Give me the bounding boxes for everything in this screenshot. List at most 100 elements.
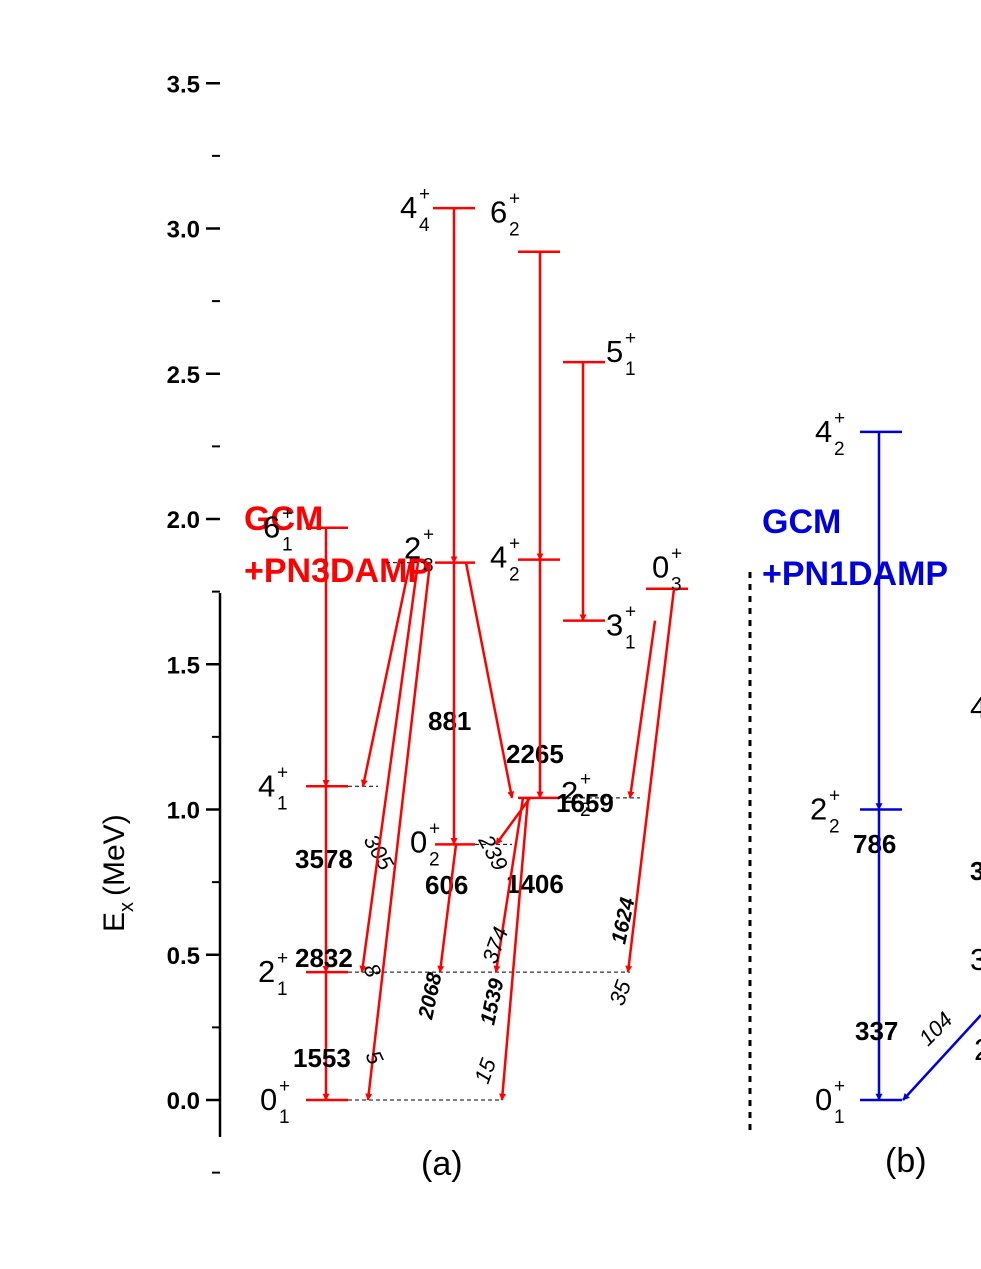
level-parity-2_2: + [580,769,591,790]
level-index-2_2: 2 [580,800,591,821]
transition-arrow-2_2-to-0_2 [494,797,532,846]
y-axis: 0.0 0.5 1.0 1.5 2.0 2.5 3.0 3.5 Ex(MeV) [98,71,222,1174]
level-parity-0_1: + [279,1076,290,1097]
transition-value-2_3-to-0_1: 5 [360,1047,388,1069]
b-level-parity-2_2: + [829,786,840,807]
level-label-4_4: 4 [400,190,417,225]
level-label-0_2: 0 [410,824,427,859]
y-tick-label: 0.5 [167,943,200,970]
y-tick-label: 1.5 [167,652,200,679]
transition-value-2_2-to-0_2: 374 [477,924,513,967]
panel-a-title-line1: GCM [244,500,323,538]
transition-value-5_1-to-3_1: 1659 [556,788,614,818]
transition-arrow-3_1-to-2_2 [627,620,657,799]
b-cut-label-0: 4 [970,690,981,725]
panel-b-label: (b) [885,1142,927,1180]
level-index-6_2: 2 [509,220,520,241]
level-parity-4_2: + [509,534,520,555]
level-parity-6_1: + [282,504,293,525]
level-label-0_3: 0 [652,550,669,585]
level-parity-3_1: + [625,602,636,623]
level-label-4_1: 4 [258,768,275,803]
level-parity-5_1: + [625,328,636,349]
transition-value-2_2-to-0_1: 15 [469,1054,501,1086]
level-index-0_2: 2 [429,849,440,870]
level-parity-4_1: + [277,762,288,783]
panel-b-title-line1: GCM [762,503,841,541]
level-parity-6_2: + [509,189,520,210]
level-index-4_2: 2 [509,565,520,586]
y-axis-ticks: 0.0 0.5 1.0 1.5 2.0 2.5 3.0 3.5 [167,71,220,1174]
transition-value-4_4-to-2_3: 881 [428,706,471,736]
y-tick-label: 2.0 [167,507,200,534]
b-transition-value-1: 337 [855,1016,898,1046]
panel-a-label: (a) [421,1145,463,1183]
level-label-5_1: 5 [606,334,623,369]
transition-arrow-2_3-to-0_1 [365,562,432,1101]
level-parity-2_3: + [423,525,434,546]
level-label-3_1: 3 [606,608,623,643]
b-cut-label-2: 3 [970,942,981,977]
transition-value-2_3-to-0_2: 606 [425,870,468,900]
transition-arrow-2_3-to-4_1 [360,562,412,787]
level-parity-0_3: + [671,544,682,565]
b-level-label-4_2: 4 [815,414,832,449]
level-index-0_1: 1 [279,1107,290,1128]
transition-arrow-0_3-to-2_1 [625,588,676,973]
y-tick-label: 2.5 [167,362,200,389]
y-tick-label: 1.0 [167,798,200,825]
panel-a-title-line2: +PN3DAMP [244,552,430,590]
b-transition-arrow-2 [902,1014,981,1101]
y-tick-label: 0.0 [167,1088,200,1115]
transition-value-0_3-to-2_1: 35 [604,976,636,1008]
level-index-6_1: 1 [282,535,293,556]
transition-arrow-2_3-to-2_1 [359,562,420,973]
b-cut-label-3: 2 [974,1032,981,1067]
level-label-6_1: 6 [263,510,280,545]
level-label-4_2: 4 [490,540,507,575]
b-level-label-0_1: 0 [815,1082,832,1117]
level-parity-0_2: + [429,818,440,839]
level-index-4_4: 4 [419,215,430,236]
transition-value-2_2-to-2_1: 1539 [476,976,508,1027]
level-index-2_3: 3 [423,556,434,577]
transition-value-2_1-to-0_1: 1553 [293,1043,351,1073]
transition-arrow-2_2-to-2_1 [493,797,525,973]
y-tick-label: 3.5 [167,71,200,98]
y-axis-label: Ex(MeV) [98,814,138,932]
panel-a-level-scheme: 0+12+14+16+10+22+34+42+24+26+23+15+10+33… [258,184,688,1128]
b-level-index-4_2: 2 [834,439,845,460]
level-parity-2_1: + [277,948,288,969]
level-label-2_1: 2 [258,954,275,989]
transition-value-6_2-to-4_2: 2265 [506,739,564,769]
transition-value-4_2-to-2_2: 1406 [506,869,564,899]
b-level-parity-4_2: + [834,408,845,429]
transition-value-2_3-to-2_2: 239 [473,830,513,875]
level-index-5_1: 1 [625,359,636,380]
level-index-4_1: 1 [277,793,288,814]
b-transition-value-0: 786 [853,829,896,859]
b-level-index-2_2: 2 [829,817,840,838]
level-parity-4_4: + [419,184,430,205]
level-label-0_1: 0 [260,1082,277,1117]
transition-value-4_1-to-2_1: 2832 [295,943,353,973]
transition-arrow-2_3-to-2_2 [464,562,515,799]
level-label-6_2: 6 [490,195,507,230]
b-level-label-2_2: 2 [810,792,827,827]
transition-arrow-2_2-to-0_1 [499,797,530,1101]
level-index-0_3: 3 [671,575,682,596]
panel-b-title-line2: +PN1DAMP [762,555,948,593]
transition-value-0_2-to-2_1: 2068 [414,970,446,1022]
b-level-parity-0_1: + [834,1076,845,1097]
level-label-2_3: 2 [404,531,421,566]
y-tick-label: 3.0 [167,217,200,244]
b-level-index-0_1: 1 [834,1107,845,1128]
level-index-2_1: 1 [277,979,288,1000]
level-label-2_2: 2 [561,775,578,810]
b-cut-label-1: 3 [970,856,981,886]
transition-arrow-0_2-to-2_1 [437,844,458,973]
level-index-3_1: 1 [625,633,636,654]
transition-value-6_1-to-4_1: 3578 [295,844,353,874]
b-transition-value-2: 104 [914,1007,958,1051]
